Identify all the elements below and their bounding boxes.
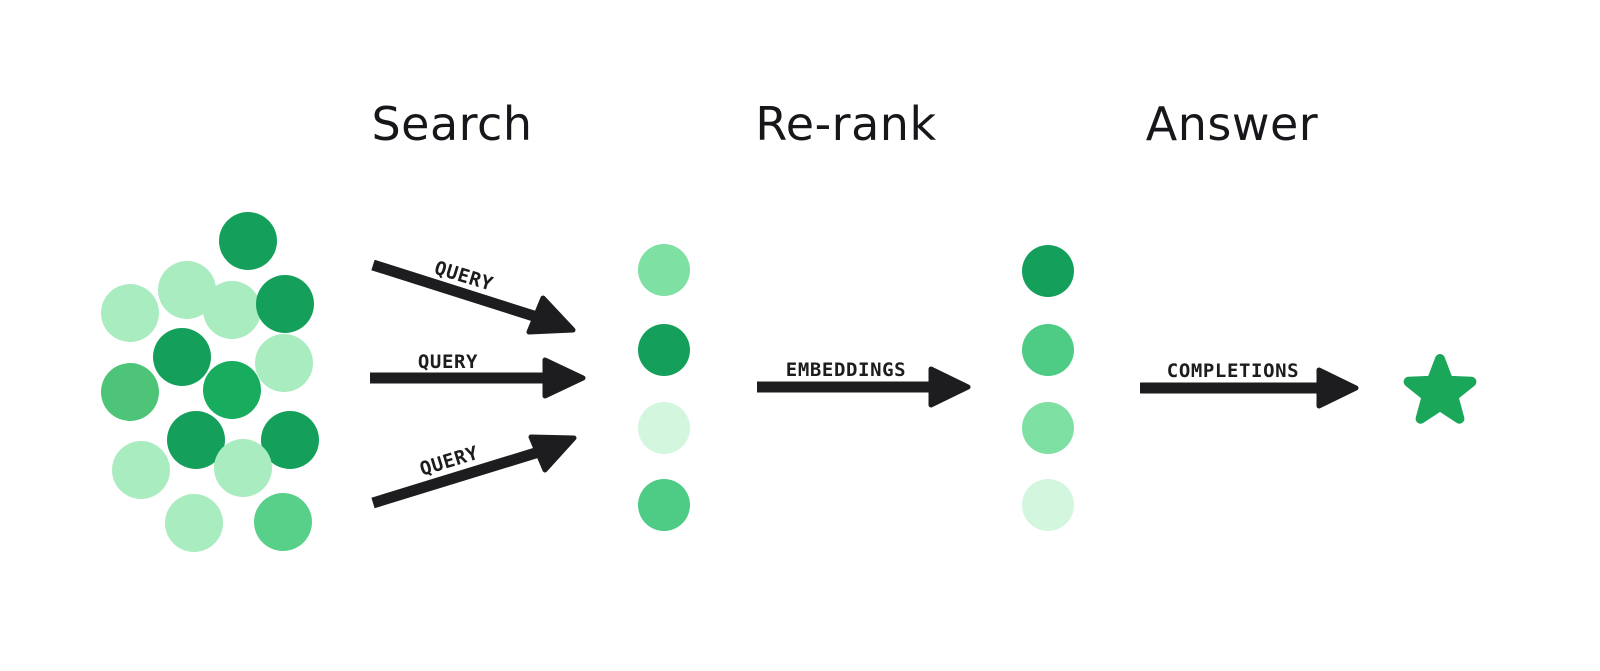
heading-answer: Answer xyxy=(1146,97,1318,151)
heading-rerank: Re-rank xyxy=(755,97,936,151)
corpus-dot xyxy=(254,493,312,551)
arrow-label-embeddings: EMBEDDINGS xyxy=(786,359,906,381)
query-arrow-top: QUERY xyxy=(371,257,576,335)
embeddings-arrow: EMBEDDINGS xyxy=(757,359,971,408)
retrieved-dot xyxy=(638,244,690,296)
completions-arrow: COMPLETIONS xyxy=(1140,360,1359,409)
reranked-dot xyxy=(1022,479,1074,531)
query-arrow-bottom: QUERY xyxy=(371,434,577,509)
corpus-dot xyxy=(101,363,159,421)
arrow-head xyxy=(526,295,576,335)
document-corpus-cluster xyxy=(101,212,319,552)
arrow-shaft xyxy=(371,259,542,324)
corpus-dot xyxy=(261,411,319,469)
corpus-dot xyxy=(165,494,223,552)
corpus-dot xyxy=(256,275,314,333)
heading-search: Search xyxy=(371,97,532,151)
arrow-label-query-middle: QUERY xyxy=(418,351,478,373)
corpus-dot xyxy=(158,261,216,319)
reranked-dot xyxy=(1022,402,1074,454)
answer-star-group xyxy=(1403,354,1477,424)
retrieved-dot xyxy=(638,402,690,454)
retrieved-dot xyxy=(638,479,690,531)
corpus-dot xyxy=(167,411,225,469)
reranked-results-column xyxy=(1022,245,1074,531)
arrow-head xyxy=(528,434,577,473)
arrow-head xyxy=(1316,367,1359,409)
arrow-shaft xyxy=(371,445,544,509)
arrow-head xyxy=(542,357,586,399)
corpus-dot xyxy=(214,439,272,497)
retrieved-dot xyxy=(638,324,690,376)
reranked-dot xyxy=(1022,245,1074,297)
corpus-dot xyxy=(219,212,277,270)
corpus-dot xyxy=(203,281,261,339)
retrieved-results-column xyxy=(638,244,690,531)
stage-headings: Search Re-rank Answer xyxy=(371,97,1318,151)
corpus-dot xyxy=(112,441,170,499)
reranked-dot xyxy=(1022,324,1074,376)
corpus-dot xyxy=(255,334,313,392)
corpus-dot xyxy=(101,284,159,342)
arrow-head xyxy=(928,366,971,408)
star-icon xyxy=(1403,354,1477,424)
query-arrow-middle: QUERY xyxy=(370,351,586,399)
corpus-dot xyxy=(203,361,261,419)
arrow-label-completions: COMPLETIONS xyxy=(1167,360,1299,382)
corpus-dot xyxy=(153,328,211,386)
